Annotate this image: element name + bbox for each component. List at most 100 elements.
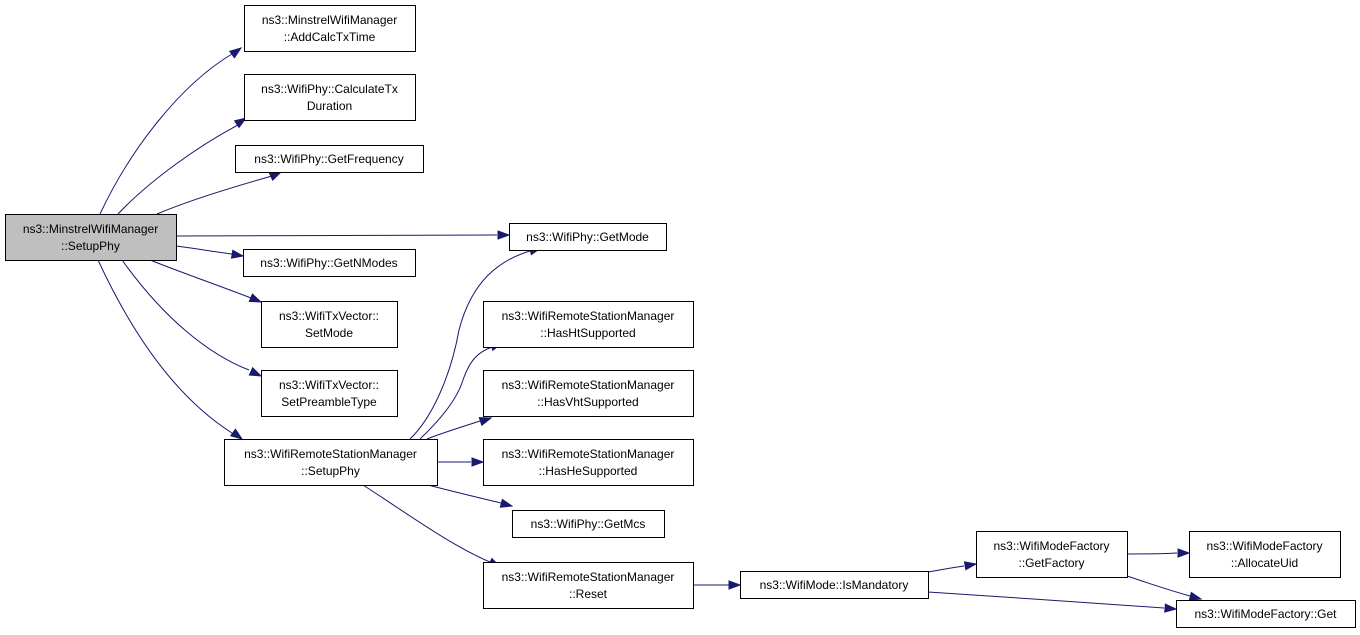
- node-box: [512, 510, 665, 538]
- arrowhead-icon: [229, 428, 244, 440]
- node-label: ns3::WifiModeFactory: [993, 539, 1109, 553]
- node-label: ns3::WifiPhy::GetFrequency: [254, 152, 403, 166]
- node-label: ns3::WifiPhy::GetMode: [526, 230, 649, 244]
- node-box: [244, 5, 416, 52]
- edge-wifimode_is_mandatory-to-modefactory_get: [927, 591, 1178, 613]
- arrowhead-icon: [1177, 548, 1191, 558]
- node-remote-station-has-he[interactable]: ns3::WifiRemoteStationManager::HasHeSupp…: [483, 439, 694, 486]
- node-remote-station-setup-phy[interactable]: ns3::WifiRemoteStationManager::SetupPhy: [224, 439, 438, 486]
- edge-minstrel_setup_phy-to-wifitxvector_set_mode: [149, 259, 263, 303]
- arrowhead-icon: [963, 561, 978, 571]
- edge-line: [1126, 575, 1191, 597]
- node-box: [1189, 531, 1341, 578]
- node-label: ns3::MinstrelWifiManager: [23, 222, 158, 236]
- edge-remote_station_reset-to-wifimode_is_mandatory: [693, 580, 742, 590]
- arrowhead-icon: [478, 417, 493, 427]
- node-box: [740, 571, 929, 599]
- arrowhead-icon: [497, 230, 511, 240]
- call-edges: [97, 47, 1203, 613]
- edge-line: [1126, 552, 1178, 555]
- edge-line: [99, 53, 233, 215]
- call-nodes: ns3::MinstrelWifiManager::SetupPhyns3::M…: [5, 5, 1356, 628]
- node-box: [483, 439, 694, 486]
- node-label: ns3::WifiRemoteStationManager: [502, 378, 675, 392]
- node-label: ::SetupPhy: [61, 239, 120, 253]
- edge-remote_station_setup_phy-to-remote_station_has_vht: [426, 417, 493, 440]
- edge-line: [175, 234, 498, 237]
- node-wifiphy-get-mcs[interactable]: ns3::WifiPhy::GetMcs: [512, 510, 665, 538]
- node-remote-station-has-vht[interactable]: ns3::WifiRemoteStationManager::HasVhtSup…: [483, 370, 694, 417]
- node-label: ns3::WifiTxVector::: [279, 378, 379, 392]
- edge-line: [362, 484, 491, 563]
- edge-minstrel_setup_phy-to-minstrel_add_calc_tx_time: [99, 47, 243, 215]
- node-wifiphy-get-frequency[interactable]: ns3::WifiPhy::GetFrequency: [235, 145, 424, 173]
- node-box: [1176, 600, 1356, 628]
- arrowhead-icon: [1164, 603, 1178, 613]
- node-label: ::HasHtSupported: [540, 326, 635, 340]
- node-modefactory-get[interactable]: ns3::WifiModeFactory::Get: [1176, 600, 1356, 628]
- node-wifiphy-get-n-modes[interactable]: ns3::WifiPhy::GetNModes: [243, 249, 416, 277]
- edge-minstrel_setup_phy-to-wifiphy_get_n_modes: [175, 245, 245, 259]
- arrowhead-icon: [233, 117, 248, 129]
- arrowhead-icon: [728, 580, 742, 590]
- node-box: [261, 370, 398, 417]
- node-label: ::AllocateUid: [1231, 556, 1298, 570]
- node-label: ::GetFactory: [1018, 556, 1084, 570]
- node-box: [224, 439, 438, 486]
- arrowhead-icon: [268, 171, 283, 182]
- edge-minstrel_setup_phy-to-wifiphy_get_mode: [175, 230, 511, 240]
- node-label: ns3::MinstrelWifiManager: [262, 13, 397, 27]
- node-label: ns3::WifiTxVector::: [279, 309, 379, 323]
- edge-modefactory_get_factory-to-modefactory_allocate_uid: [1126, 548, 1191, 558]
- node-label: ns3::WifiPhy::CalculateTx: [261, 82, 398, 96]
- node-modefactory-allocate-uid[interactable]: ns3::WifiModeFactory::AllocateUid: [1189, 531, 1341, 578]
- node-remote-station-has-ht[interactable]: ns3::WifiRemoteStationManager::HasHtSupp…: [483, 301, 694, 348]
- node-box: [243, 249, 416, 277]
- node-label: ns3::WifiRemoteStationManager: [502, 570, 675, 584]
- edge-minstrel_setup_phy-to-wifiphy_get_frequency: [156, 171, 283, 215]
- node-minstrel-add-calc-tx-time[interactable]: ns3::MinstrelWifiManager::AddCalcTxTime: [244, 5, 416, 52]
- node-label: ns3::WifiPhy::GetMcs: [531, 517, 646, 531]
- node-minstrel-setup-phy[interactable]: ns3::MinstrelWifiManager::SetupPhy: [5, 214, 177, 261]
- node-label: ::AddCalcTxTime: [284, 30, 376, 44]
- arrowhead-icon: [230, 249, 245, 259]
- edge-line: [419, 346, 493, 440]
- edge-line: [97, 259, 233, 434]
- arrowhead-icon: [471, 457, 485, 467]
- node-box: [5, 214, 177, 261]
- node-label: ns3::WifiRemoteStationManager: [502, 309, 675, 323]
- node-box: [235, 145, 424, 173]
- arrowhead-icon: [248, 366, 263, 377]
- edge-line: [117, 124, 239, 215]
- edge-minstrel_setup_phy-to-wifitxvector_set_preamble_type: [121, 259, 263, 377]
- node-label: ::HasVhtSupported: [537, 395, 638, 409]
- node-remote-station-reset[interactable]: ns3::WifiRemoteStationManager::Reset: [483, 562, 694, 609]
- node-modefactory-get-factory[interactable]: ns3::WifiModeFactory::GetFactory: [976, 531, 1128, 578]
- edge-line: [927, 591, 1165, 609]
- node-label: ns3::WifiRemoteStationManager: [502, 447, 675, 461]
- edge-line: [175, 245, 233, 255]
- node-label: ns3::WifiRemoteStationManager: [244, 447, 417, 461]
- node-label: ns3::WifiPhy::GetNModes: [260, 256, 397, 270]
- edge-remote_station_setup_phy-to-wifiphy_get_mcs: [427, 484, 514, 508]
- node-wifimode-is-mandatory[interactable]: ns3::WifiMode::IsMandatory: [740, 571, 929, 599]
- edge-line: [927, 565, 965, 573]
- node-label: SetPreambleType: [281, 395, 377, 409]
- node-label: Duration: [307, 99, 352, 113]
- node-box: [509, 223, 667, 251]
- edge-remote_station_setup_phy-to-remote_station_reset: [362, 484, 502, 568]
- node-label: ns3::WifiModeFactory: [1206, 539, 1322, 553]
- edge-line: [156, 175, 273, 215]
- edge-minstrel_setup_phy-to-remote_station_setup_phy: [97, 259, 244, 440]
- node-label: SetMode: [305, 326, 353, 340]
- node-box: [483, 562, 694, 609]
- edge-line: [409, 250, 531, 440]
- node-box: [483, 301, 694, 348]
- arrowhead-icon: [228, 47, 243, 59]
- node-wifitxvector-set-mode[interactable]: ns3::WifiTxVector::SetMode: [261, 301, 398, 348]
- node-wifiphy-get-mode[interactable]: ns3::WifiPhy::GetMode: [509, 223, 667, 251]
- node-wifitxvector-set-preamble-type[interactable]: ns3::WifiTxVector::SetPreambleType: [261, 370, 398, 417]
- edge-line: [121, 259, 250, 371]
